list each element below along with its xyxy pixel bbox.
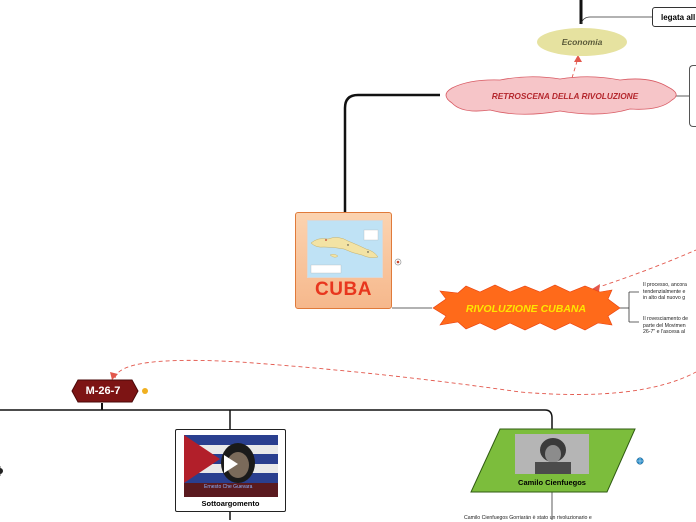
cuba-label: CUBA — [315, 279, 372, 300]
arrow-head — [574, 55, 582, 62]
che-guevara-video-thumbnail[interactable]: Ernesto Che Guevara — [184, 435, 278, 497]
play-icon[interactable] — [224, 455, 238, 473]
cuba-central-node[interactable]: CUBA — [295, 212, 392, 309]
retroscena-bracket — [689, 65, 696, 127]
rivoluzione-cubana-node[interactable]: RIVOLUZIONE CUBANA — [432, 284, 621, 331]
info-icon[interactable] — [394, 258, 402, 266]
cuba-map-image — [307, 220, 383, 278]
edge-dot — [0, 468, 3, 474]
rivoluzione-note-2: Il rovesciamento de parte del Movimen 26… — [643, 316, 688, 336]
arrow-head — [110, 372, 118, 380]
camilo-description: Camilo Cienfuegos Gorriarán è stato un r… — [464, 515, 592, 521]
pin-icon[interactable] — [142, 388, 148, 394]
video-caption: Ernesto Che Guevara — [204, 484, 253, 490]
camilo-label: Camilo Cienfuegos — [518, 478, 586, 487]
retroscena-label: RETROSCENA DELLA RIVOLUZIONE — [492, 91, 639, 101]
m267-label: M-26-7 — [85, 385, 121, 397]
arrow-head — [592, 284, 600, 292]
globe-icon[interactable] — [636, 457, 644, 465]
camilo-photo — [515, 434, 589, 474]
economia-label: Economia — [562, 37, 603, 47]
economia-node[interactable] — [537, 28, 627, 56]
sottoargomento-node[interactable]: Ernesto Che Guevara Sottoargomento — [175, 429, 286, 512]
retroscena-node[interactable]: RETROSCENA DELLA RIVOLUZIONE — [445, 76, 677, 115]
sottoargomento-label: Sottoargomento — [201, 499, 260, 508]
rivoluzione-label: RIVOLUZIONE CUBANA — [466, 303, 586, 315]
thin-connectors — [0, 16, 689, 520]
rivoluzione-note-1: Il processo, ancora tendenzialmente e in… — [643, 282, 687, 302]
legata-node[interactable]: legata all — [652, 7, 696, 27]
m267-node[interactable] — [71, 379, 139, 403]
connector-lines — [0, 0, 583, 520]
